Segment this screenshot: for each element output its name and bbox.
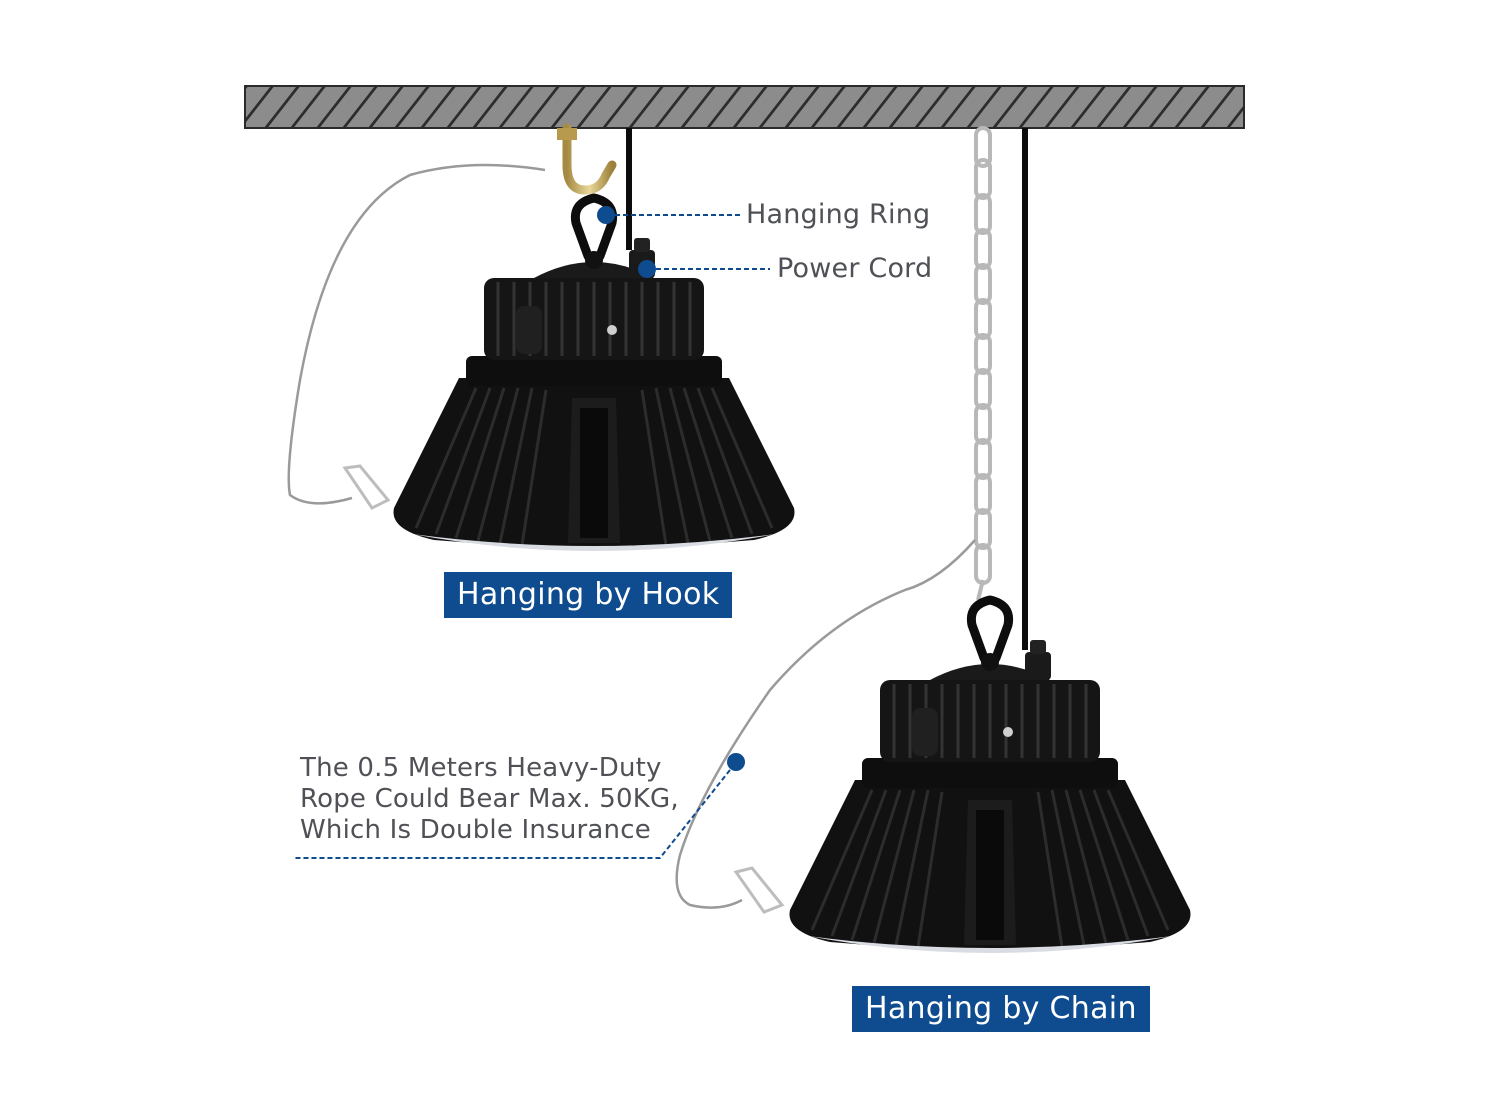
hook-caption: Hanging by Hook [444, 572, 733, 618]
rope-marker [727, 753, 745, 771]
hanging-ring-label: Hanging Ring [746, 199, 931, 230]
ceiling-hook [562, 123, 617, 195]
rope-callout-line-1: The 0.5 Meters Heavy-Duty [300, 753, 662, 783]
rope-callout: The 0.5 Meters Heavy-Duty Rope Could Bea… [300, 753, 679, 846]
safety-rope-right [675, 539, 976, 909]
chain-install [295, 126, 1191, 953]
steel-chain [974, 126, 992, 585]
rope-callout-line-3: Which Is Double Insurance [300, 815, 651, 845]
ceiling-beam [244, 85, 1245, 129]
chain-caption: Hanging by Chain [852, 986, 1150, 1032]
hook-install [287, 123, 795, 551]
power-cord-label: Power Cord [777, 253, 933, 284]
rope-callout-line-2: Rope Could Bear Max. 50KG, [300, 784, 679, 814]
hanging-ring-marker [597, 206, 615, 224]
power-cord-marker [638, 260, 656, 278]
safety-rope [287, 163, 546, 505]
